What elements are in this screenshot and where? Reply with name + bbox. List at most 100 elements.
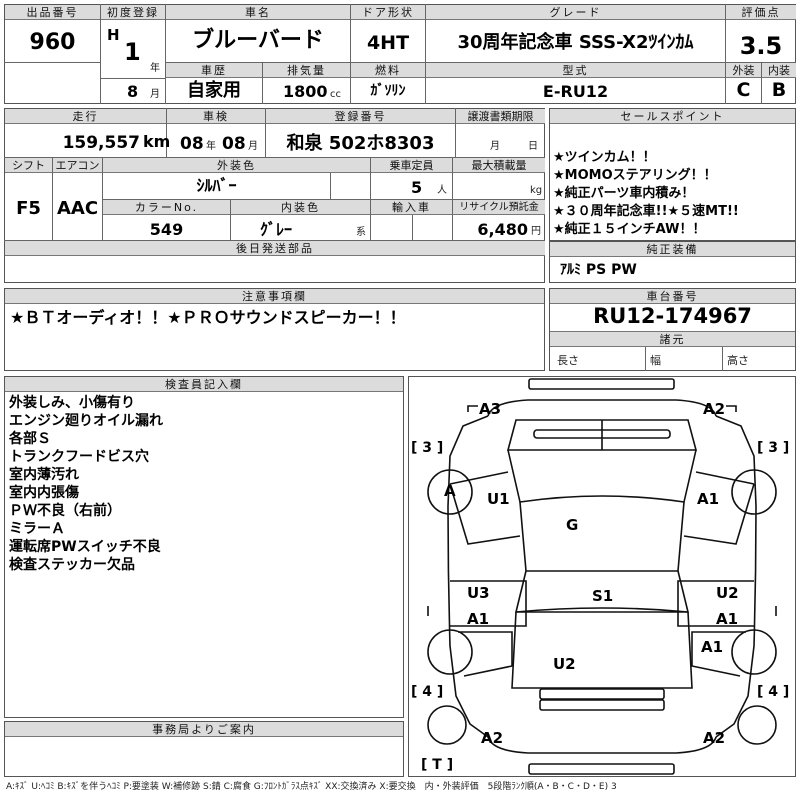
divider [100,78,166,79]
color-no-label: カラーNo. [103,200,230,215]
score: 3.5 [739,32,783,60]
model-name: ブルーバード [192,28,324,53]
month-unit: 月 [150,89,160,100]
displacement-label: 排気量 [263,63,350,78]
notes: ★ＢＴオーディオ！！★ＰＲＯサウンドスピーカー！！ [10,308,406,327]
diagram-label-bracket-t: [ T ] [421,757,454,773]
sales-point-box [549,108,796,241]
load-unit: kg [530,185,543,196]
office-label: 事務局よりご案内 [5,722,403,737]
sales-point-label: セールスポイント [550,109,795,124]
transfer-day-unit: 日 [528,141,538,152]
inspector-label: 検査員記入欄 [5,377,403,392]
grade-label: グレード [426,5,725,20]
int-color: ｸﾞﾚｰ [260,220,293,239]
divider [4,240,545,241]
capacity: 5 [411,178,423,197]
first-reg-month: 8 [127,82,139,101]
fuel-label: 燃料 [351,63,425,78]
inspector-box [4,376,404,718]
diagram-label-s1: S1 [592,587,614,605]
diagram-label-a1-left: A1 [467,610,490,628]
diagram-label-u2-right: U2 [716,584,739,602]
divider [455,108,456,158]
exterior-color: ｼﾙﾊﾞｰ [196,176,237,195]
import-label: 輸入車 [371,200,452,215]
mileage-label: 走行 [5,109,166,124]
grade: 30周年記念車 SSS-X2ﾂｲﾝｶﾑ [457,32,694,53]
later-parts-label: 後日発送部品 [5,241,545,256]
diagram-label-u2-rear: U2 [553,655,576,673]
top-info-block [4,4,796,104]
divider [102,157,103,241]
divider [265,108,266,158]
chassis-label: 車台番号 [550,289,795,304]
equipment-label: 純正装備 [550,242,795,257]
divider [725,4,726,104]
ac-label: エアコン [53,158,102,173]
int-color-unit: 系 [356,227,366,238]
diagram-label-a1-front-right: A1 [697,490,720,508]
doors: 4HT [366,32,410,54]
lot-number: 960 [29,30,76,55]
diagram-label-bracket-3-left: [ 3 ] [411,440,444,456]
inspector-item: 室内内張傷 [9,485,79,501]
transfer-deadline-label: 譲渡書類期限 [456,109,545,124]
inspector-item: ＰＷ不良（右前） [9,503,121,519]
divider [103,199,545,200]
legend: A:ｷｽﾞ U:ﾍｺﾐ B:ｷｽﾞを伴うﾍｺﾐ P:要塗装 W:補修跡 S:錆 … [6,782,617,792]
sales-point-item: ★３０周年記念車!!★５速MT!! [553,204,739,219]
recycle-label: リサイクル預託金 [453,200,545,215]
capacity-label: 乗車定員 [371,158,452,173]
inspection-month-unit: 月 [248,141,258,152]
history: 自家用 [187,80,241,101]
inspector-item: 室内薄汚れ [9,467,79,483]
inspector-item: エンジン廻りオイル漏れ [9,413,163,429]
inspector-item: 検査ステッカー欠品 [9,557,135,573]
divider [722,347,723,371]
diagram-label-g: G [566,516,579,534]
diagram-label-a1-right: A1 [716,610,739,628]
recycle-fee: 6,480 [477,220,528,239]
km-unit: km [143,132,171,151]
inspection-year: 08 [180,134,204,154]
inspector-item: ミラーＡ [9,521,65,537]
notes-label: 注意事項欄 [5,289,544,304]
divider [4,62,100,63]
inspection-label: 車検 [167,109,265,124]
recycle-unit: 円 [531,226,541,237]
diagram-label-u1: U1 [487,490,510,508]
cc-unit: cc [330,89,341,100]
model-type: E-RU12 [542,82,609,101]
int-color-label: 内装色 [231,200,370,215]
max-load-label: 最大積載量 [453,158,545,173]
inspection-year-unit: 年 [206,141,216,152]
diagram-label-bracket-4-left: [ 4 ] [411,684,444,700]
width-label: 幅 [650,354,661,367]
ext-grade: C [736,79,751,101]
divider [4,157,545,158]
color-no: 549 [149,220,184,239]
divider [52,157,53,241]
type-label: 型式 [426,63,725,78]
shift-label: シフト [5,158,52,173]
dims-label: 諸元 [550,331,795,347]
divider [165,62,725,63]
first-reg-label: 初度登録 [101,5,165,20]
diagram-label-a2-top-right: A2 [703,400,726,418]
divider [645,347,646,371]
equipment: ｱﾙﾐ PS PW [560,262,637,278]
fuel: ｶﾞｿﾘﾝ [370,83,406,99]
height-label: 高さ [727,354,749,367]
int-label: 内装 [762,63,796,78]
divider [761,62,762,104]
sales-point-item: ★ツインカム！！ [553,150,656,165]
divider [350,4,351,104]
divider [166,108,167,158]
lot-label: 出品番号 [5,5,100,20]
divider [425,4,426,104]
divider [100,4,101,104]
model-label: 車名 [166,5,350,20]
diagram-label-a3: A3 [479,400,502,418]
diagram-label-tire-fl: A [444,482,456,500]
